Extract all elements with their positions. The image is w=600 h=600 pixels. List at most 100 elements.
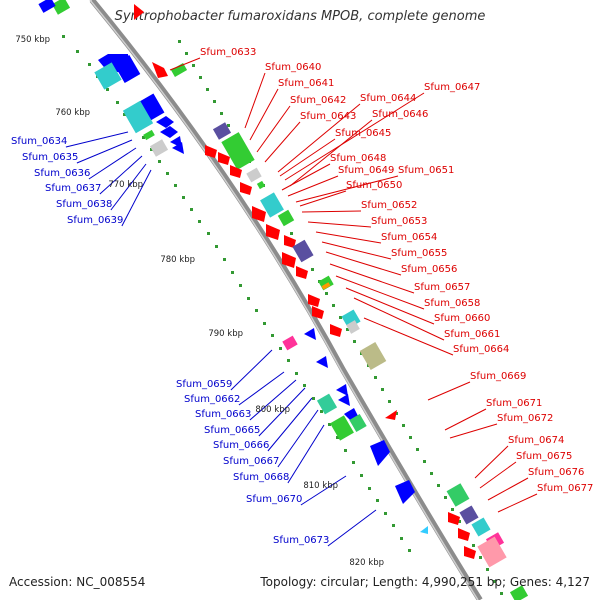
- forward-gene-feature[interactable]: [221, 132, 255, 170]
- forward-gene-label[interactable]: Sfum_0672: [497, 413, 553, 424]
- forward-gene-feature[interactable]: [284, 235, 296, 248]
- forward-gene-label[interactable]: Sfum_0633: [200, 47, 256, 58]
- reverse-gene-label[interactable]: Sfum_0635: [22, 152, 78, 163]
- reverse-gene-feature[interactable]: [113, 54, 141, 84]
- reverse-gene-label[interactable]: Sfum_0659: [176, 379, 232, 390]
- reverse-gene-label[interactable]: Sfum_0638: [56, 199, 112, 210]
- forward-gene-label[interactable]: Sfum_0660: [434, 313, 490, 324]
- forward-gene-feature[interactable]: [292, 239, 314, 263]
- reverse-gene-feature[interactable]: [395, 480, 415, 504]
- forward-gene-label[interactable]: Sfum_0648: [330, 153, 386, 164]
- forward-gene-feature[interactable]: [308, 294, 320, 307]
- reverse-gene-label[interactable]: Sfum_0665: [204, 425, 260, 436]
- reverse-gene-feature[interactable]: [149, 139, 169, 157]
- reverse-gene-feature[interactable]: [336, 384, 348, 396]
- forward-gene-label[interactable]: Sfum_0647: [424, 82, 480, 93]
- forward-gene-feature[interactable]: [205, 145, 217, 158]
- forward-gene-feature[interactable]: [240, 182, 252, 195]
- forward-gene-feature[interactable]: [51, 0, 71, 15]
- forward-gene-label[interactable]: Sfum_0654: [381, 232, 437, 243]
- forward-gene-feature[interactable]: [385, 410, 397, 420]
- forward-gene-feature[interactable]: [312, 306, 324, 319]
- reverse-gene-label[interactable]: Sfum_0639: [67, 215, 123, 226]
- reverse-gene-feature[interactable]: [282, 335, 298, 351]
- reverse-gene-label[interactable]: Sfum_0637: [45, 183, 101, 194]
- forward-gene-label[interactable]: Sfum_0643: [300, 111, 356, 122]
- reverse-gene-feature[interactable]: [304, 328, 316, 340]
- reverse-gene-feature[interactable]: [330, 415, 354, 441]
- forward-gene-label[interactable]: Sfum_0676: [528, 467, 584, 478]
- reverse-gene-feature[interactable]: [316, 356, 328, 368]
- forward-gene-label[interactable]: Sfum_0649: [338, 165, 394, 176]
- forward-gene-label[interactable]: Sfum_0657: [414, 282, 470, 293]
- forward-gene-feature[interactable]: [218, 152, 230, 165]
- reverse-gene-label[interactable]: Sfum_0663: [195, 409, 251, 420]
- forward-gene-feature[interactable]: [277, 209, 295, 227]
- forward-gene-feature[interactable]: [359, 341, 387, 371]
- forward-gene-label[interactable]: Sfum_0656: [401, 264, 457, 275]
- reverse-gene-feature[interactable]: [143, 129, 155, 141]
- forward-gene-feature[interactable]: [509, 585, 529, 600]
- forward-gene-feature[interactable]: [464, 546, 476, 559]
- forward-gene-label[interactable]: Sfum_0655: [391, 248, 447, 259]
- forward-gene-label[interactable]: Sfum_0640: [265, 62, 321, 73]
- forward-gene-label[interactable]: Sfum_0661: [444, 329, 500, 340]
- reverse-gene-label[interactable]: Sfum_0668: [233, 472, 289, 483]
- forward-gene-feature[interactable]: [260, 192, 284, 218]
- forward-gene-label[interactable]: Sfum_0641: [278, 78, 334, 89]
- forward-gene-label[interactable]: Sfum_0671: [486, 398, 542, 409]
- forward-gene-label[interactable]: Sfum_0651: [398, 165, 454, 176]
- reverse-gene-feature[interactable]: [370, 440, 390, 466]
- reverse-gene-feature[interactable]: [420, 526, 428, 534]
- reverse-gene-feature[interactable]: [156, 116, 174, 128]
- forward-gene-label[interactable]: Sfum_0650: [346, 180, 402, 191]
- forward-gene-feature[interactable]: [296, 266, 308, 279]
- reverse-gene-label[interactable]: Sfum_0666: [213, 440, 269, 451]
- forward-gene-label[interactable]: Sfum_0658: [424, 298, 480, 309]
- forward-gene-feature[interactable]: [448, 512, 460, 525]
- reverse-gene-feature[interactable]: [160, 126, 178, 138]
- reverse-gene-feature[interactable]: [38, 0, 56, 13]
- forward-gene-feature[interactable]: [252, 206, 266, 222]
- forward-gene-label[interactable]: Sfum_0664: [453, 344, 509, 355]
- forward-gene-label[interactable]: Sfum_0674: [508, 435, 564, 446]
- forward-gene-feature[interactable]: [212, 122, 232, 140]
- forward-gene-label[interactable]: Sfum_0669: [470, 371, 526, 382]
- forward-gene-feature[interactable]: [346, 320, 360, 334]
- reverse-gene-label[interactable]: Sfum_0662: [184, 394, 240, 405]
- forward-gene-feature[interactable]: [321, 282, 331, 290]
- forward-gene-label[interactable]: Sfum_0642: [290, 95, 346, 106]
- forward-gene-feature[interactable]: [330, 324, 342, 337]
- forward-gene-feature[interactable]: [134, 4, 144, 20]
- reverse-gene-label[interactable]: Sfum_0667: [223, 456, 279, 467]
- forward-gene-feature[interactable]: [230, 165, 242, 178]
- reverse-gene-feature[interactable]: [316, 393, 338, 415]
- forward-gene-label[interactable]: Sfum_0644: [360, 93, 416, 104]
- forward-gene-label[interactable]: Sfum_0652: [361, 200, 417, 211]
- reverse-gene-feature[interactable]: [172, 142, 184, 154]
- forward-gene-feature[interactable]: [170, 63, 188, 77]
- reverse-gene-feature[interactable]: [94, 62, 122, 90]
- forward-gene-feature[interactable]: [256, 180, 266, 190]
- forward-gene-feature[interactable]: [471, 517, 491, 537]
- forward-gene-label[interactable]: Sfum_0646: [372, 109, 428, 120]
- forward-gene-label[interactable]: Sfum_0645: [335, 128, 391, 139]
- reverse-gene-label[interactable]: Sfum_0634: [11, 136, 67, 147]
- forward-gene-feature[interactable]: [246, 167, 262, 183]
- forward-gene-feature[interactable]: [446, 483, 470, 507]
- forward-gene-feature[interactable]: [458, 528, 470, 541]
- reverse-gene-label[interactable]: Sfum_0673: [273, 535, 329, 546]
- reverse-gene-feature[interactable]: [338, 394, 350, 406]
- reverse-gene-label[interactable]: Sfum_0636: [34, 168, 90, 179]
- forward-gene-feature[interactable]: [152, 62, 168, 78]
- forward-gene-label[interactable]: Sfum_0675: [516, 451, 572, 462]
- reverse-gene-feature[interactable]: [139, 93, 165, 121]
- forward-gene-feature[interactable]: [282, 252, 296, 268]
- reverse-gene-feature[interactable]: [122, 100, 154, 134]
- forward-gene-feature[interactable]: [266, 224, 280, 240]
- forward-gene-feature[interactable]: [459, 505, 479, 525]
- reverse-gene-feature[interactable]: [349, 413, 367, 433]
- forward-gene-feature[interactable]: [477, 536, 507, 568]
- reverse-gene-label[interactable]: Sfum_0670: [246, 494, 302, 505]
- forward-gene-label[interactable]: Sfum_0677: [537, 483, 593, 494]
